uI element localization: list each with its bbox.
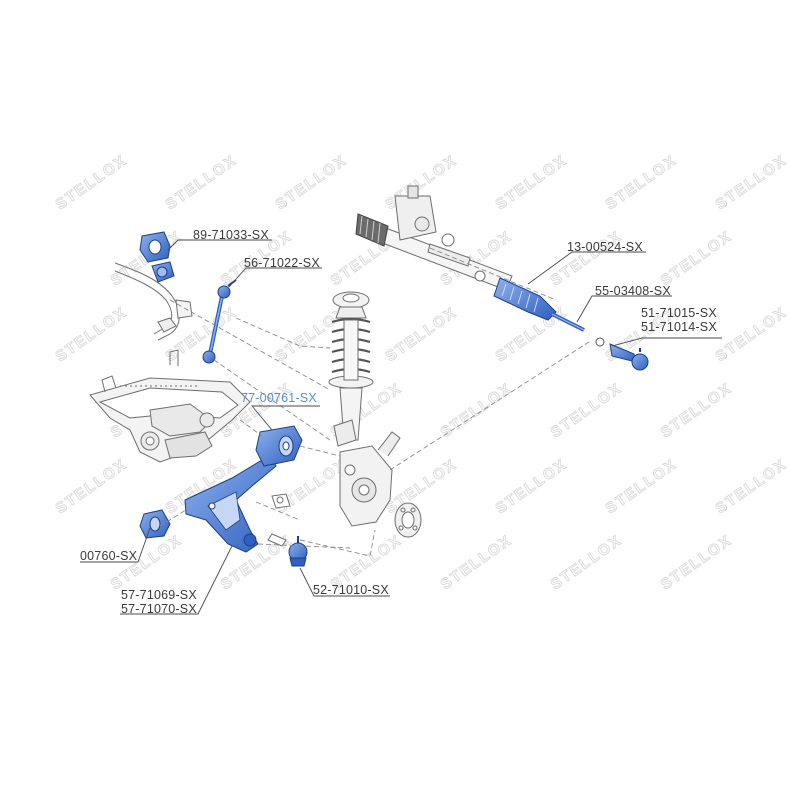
label-tie-rod-end-left: 51-71014-SX bbox=[641, 320, 717, 334]
watermark-mark: STELLOX bbox=[383, 456, 461, 518]
watermark-mark: STELLOX bbox=[713, 152, 791, 214]
ball-joint-icon bbox=[288, 536, 308, 567]
watermark-mark: STELLOX bbox=[658, 532, 736, 594]
label-tie-rod-end-right: 51-71015-SX bbox=[641, 306, 717, 320]
strut-assembly-drawing bbox=[328, 291, 422, 538]
front-arm-bushing-icon bbox=[139, 509, 171, 539]
label-control-arm-b: 57-71070-SX bbox=[121, 602, 197, 616]
watermark-mark: STELLOX bbox=[713, 304, 791, 366]
watermark-mark: STELLOX bbox=[603, 152, 681, 214]
stabilizer-bar-drawing bbox=[114, 262, 193, 341]
watermark-mark: STELLOX bbox=[548, 532, 626, 594]
rack-boot-icon bbox=[493, 277, 557, 321]
label-control-arm-a: 57-71069-SX bbox=[121, 588, 197, 602]
watermark-mark: STELLOX bbox=[163, 152, 241, 214]
hardware-drawing bbox=[267, 493, 291, 547]
watermark-mark: STELLOX bbox=[273, 152, 351, 214]
rear-arm-bushing-icon bbox=[255, 425, 303, 467]
label-steering-rack: 13-00524-SX bbox=[567, 240, 643, 254]
watermark-mark: STELLOX bbox=[493, 152, 571, 214]
tie-rod-end-icon bbox=[595, 337, 649, 371]
subframe-drawing bbox=[89, 349, 251, 463]
label-tie-rod: 55-03408-SX bbox=[595, 284, 671, 298]
steering-rack-drawing bbox=[355, 185, 513, 291]
watermark-mark: STELLOX bbox=[273, 456, 351, 518]
label-stabilizer-link: 56-71022-SX bbox=[244, 256, 320, 270]
sway-bar-bushing-icon bbox=[139, 231, 175, 283]
label-ball-joint: 52-71010-SX bbox=[313, 583, 389, 597]
watermark-mark: STELLOX bbox=[658, 228, 736, 290]
watermark-mark: STELLOX bbox=[438, 380, 516, 442]
label-front-arm-bushing: 00760-SX bbox=[80, 549, 138, 563]
watermark-mark: STELLOX bbox=[548, 228, 626, 290]
watermark-mark: STELLOX bbox=[658, 380, 736, 442]
label-rear-arm-bushing: 77-00761-SX bbox=[241, 391, 317, 405]
label-sway-bar-bushing: 89-71033-SX bbox=[193, 228, 269, 242]
watermark-mark: STELLOX bbox=[603, 456, 681, 518]
watermark-mark: STELLOX bbox=[493, 456, 571, 518]
tie-rod-icon bbox=[551, 312, 585, 332]
watermark-mark: STELLOX bbox=[713, 456, 791, 518]
watermark-mark: STELLOX bbox=[548, 380, 626, 442]
leader-lines bbox=[80, 239, 722, 615]
watermark-mark: STELLOX bbox=[53, 304, 131, 366]
assembly-lines bbox=[159, 247, 593, 557]
watermark-mark: STELLOX bbox=[163, 304, 241, 366]
watermark-mark: STELLOX bbox=[53, 456, 131, 518]
watermark-mark: STELLOX bbox=[438, 532, 516, 594]
watermark-mark: STELLOX bbox=[53, 152, 131, 214]
watermark-mark: STELLOX bbox=[383, 304, 461, 366]
